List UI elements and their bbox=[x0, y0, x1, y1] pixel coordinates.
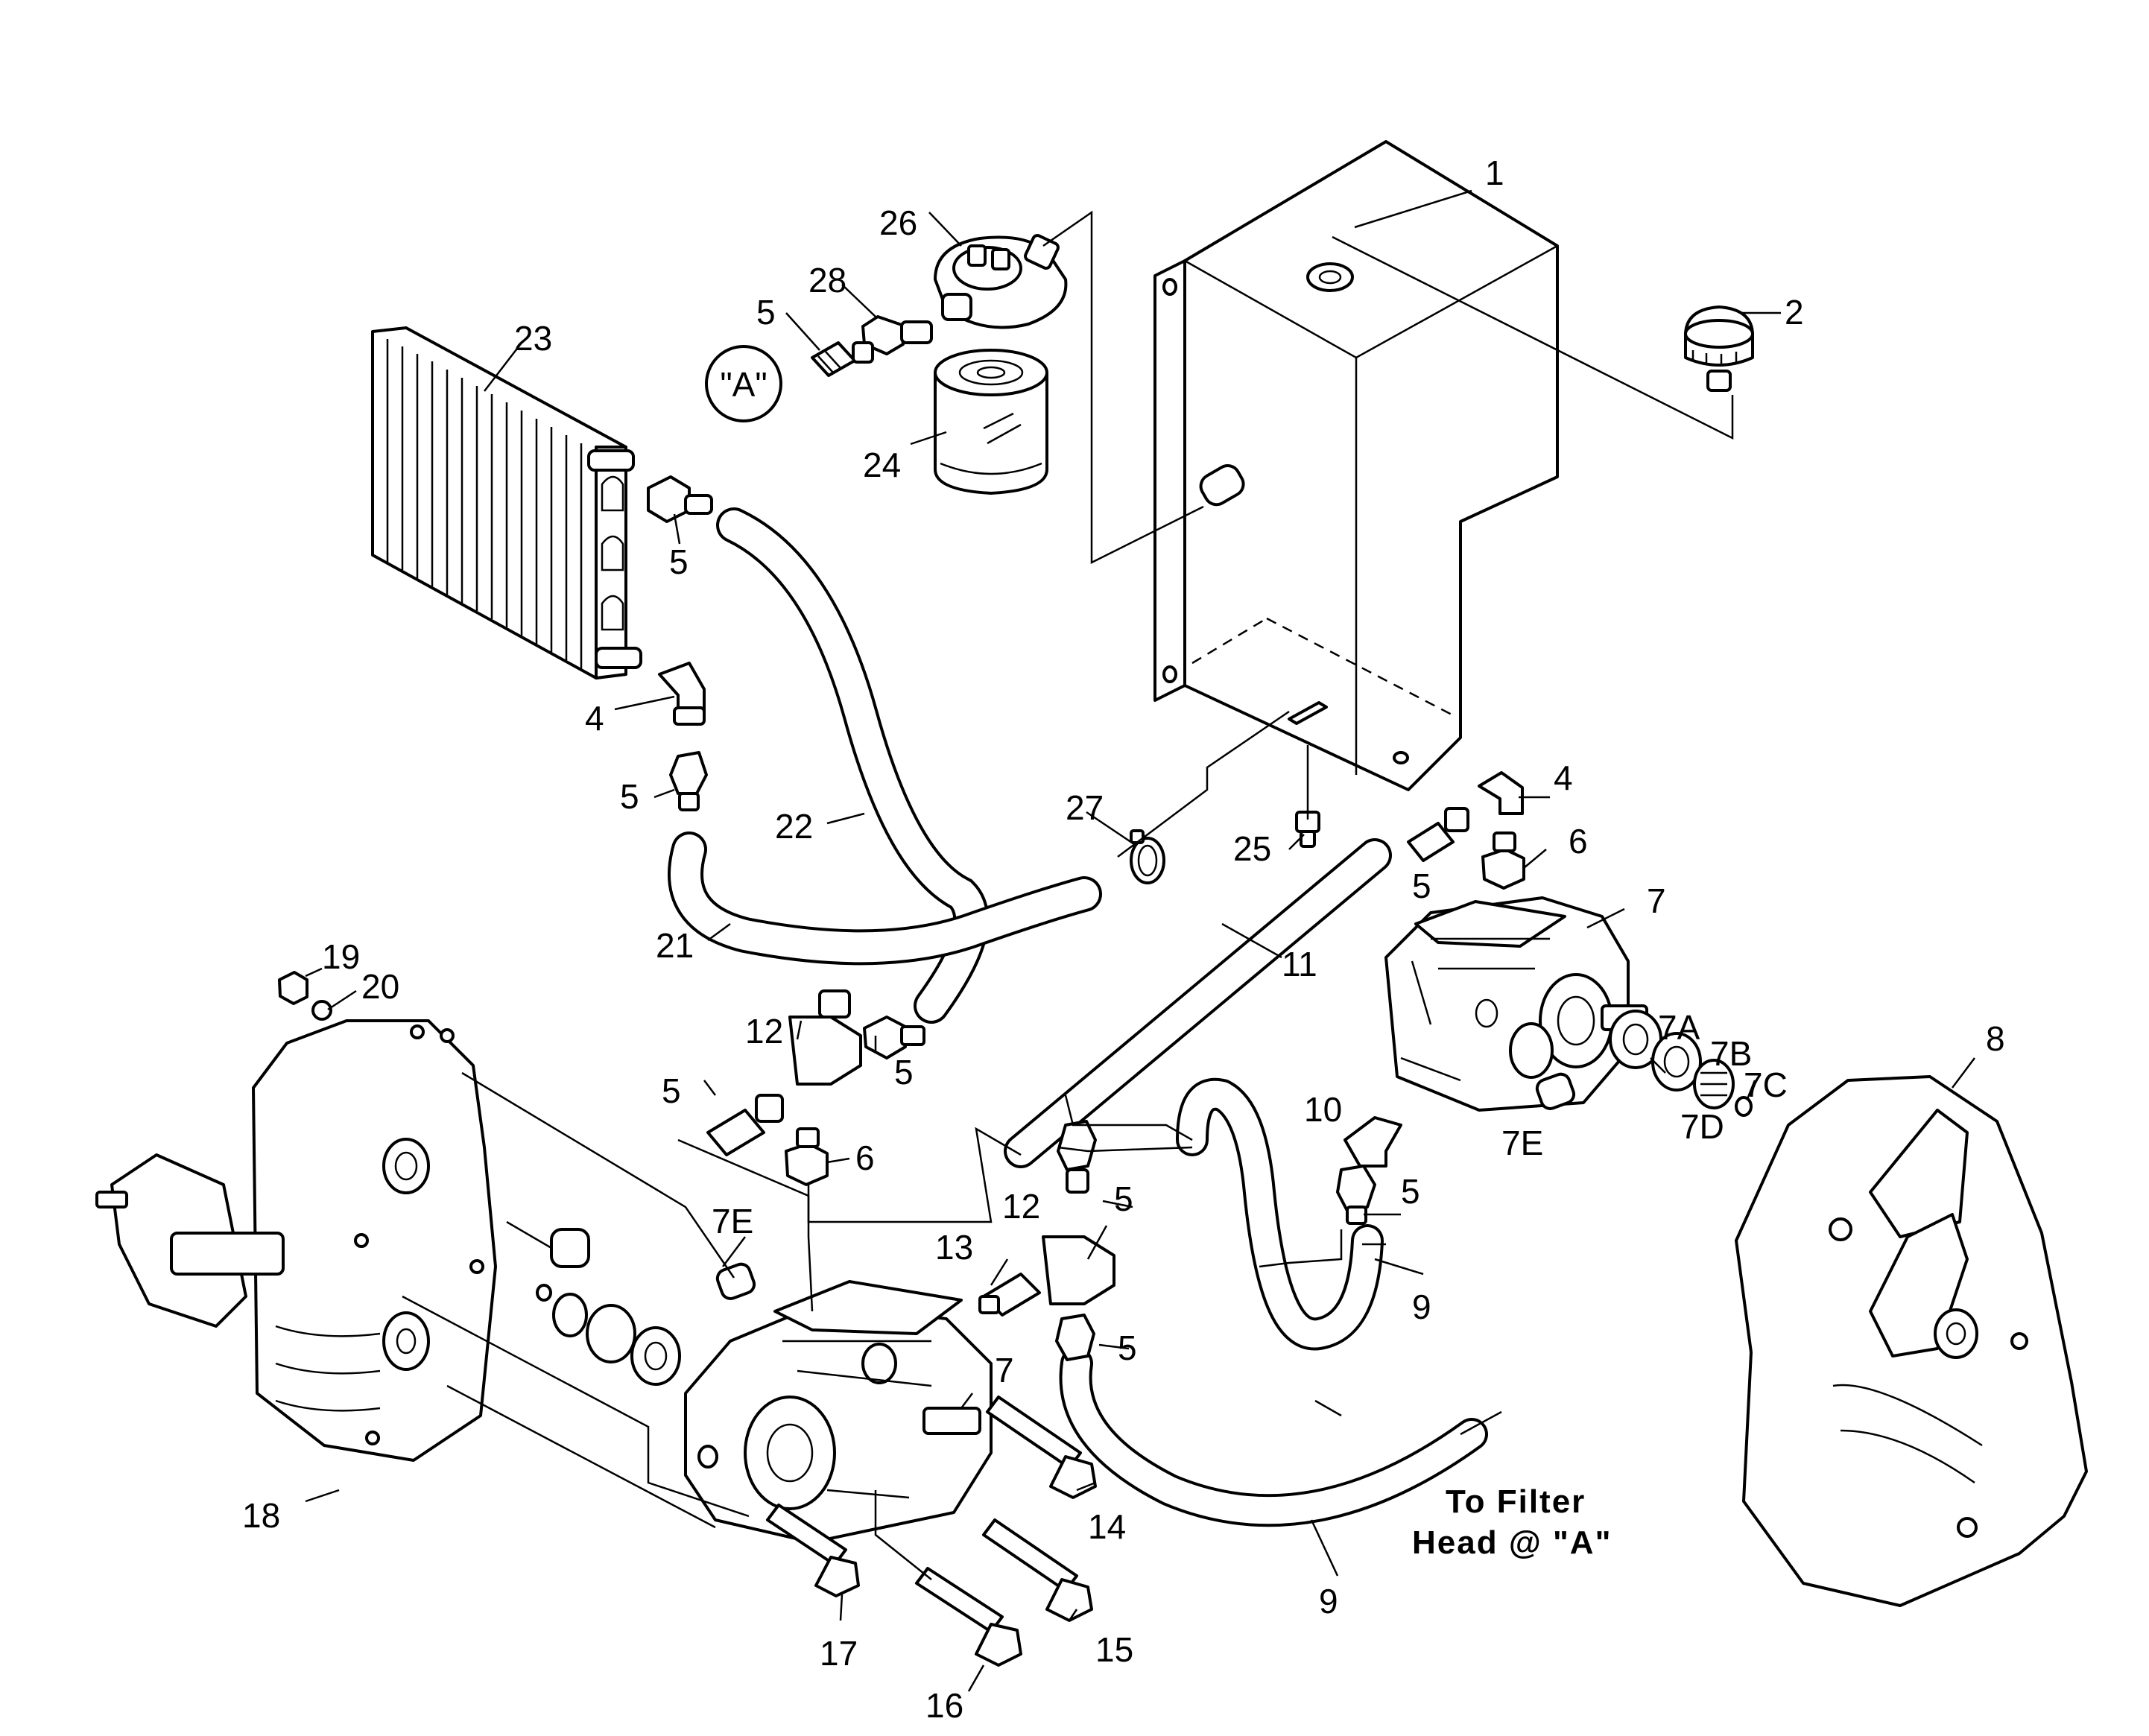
callout-12-middle: 12 bbox=[1002, 1187, 1040, 1226]
fitting-5-filter bbox=[811, 341, 874, 377]
callout-4-cooler: 4 bbox=[585, 699, 604, 738]
fitting-5-left-side bbox=[706, 1094, 784, 1156]
bolt-15 bbox=[982, 1518, 1093, 1622]
callout-8: 8 bbox=[1986, 1019, 2005, 1058]
hose-21 bbox=[668, 831, 1102, 966]
hose-9-lower bbox=[1059, 1347, 1488, 1527]
callout-5-left-top: 5 bbox=[894, 1053, 914, 1092]
callout-18: 18 bbox=[242, 1496, 280, 1535]
oil-cooler bbox=[371, 326, 642, 679]
callout-19: 19 bbox=[322, 937, 360, 976]
tee-12-middle bbox=[1042, 1235, 1115, 1305]
callout-24: 24 bbox=[863, 446, 901, 484]
filter-head bbox=[934, 234, 1068, 329]
callout-22: 22 bbox=[775, 807, 813, 846]
callout-16: 16 bbox=[925, 1686, 963, 1725]
callout-26: 26 bbox=[879, 203, 917, 242]
routing-note-line-2: Head @ "A" bbox=[1412, 1524, 1612, 1561]
elbow-4-right bbox=[1478, 771, 1524, 815]
hydraulic-pump-left bbox=[684, 1280, 993, 1544]
nut-19 bbox=[278, 971, 308, 1005]
routing-note: To Filter Head @ "A" bbox=[1412, 1483, 1612, 1561]
callout-7-right: 7 bbox=[1647, 881, 1666, 920]
coupling-stack-left bbox=[536, 1228, 681, 1386]
callout-7E-right: 7E bbox=[1501, 1124, 1543, 1162]
callout-21: 21 bbox=[656, 926, 694, 965]
callout-7D: 7D bbox=[1680, 1107, 1724, 1146]
spacer-7E-left bbox=[715, 1262, 756, 1300]
callout-1: 1 bbox=[1485, 153, 1504, 192]
gear-7C bbox=[1693, 1059, 1735, 1109]
fitting-5-left-top bbox=[863, 1016, 925, 1059]
callout-20: 20 bbox=[361, 967, 399, 1006]
routing-note-line-1: To Filter bbox=[1446, 1483, 1586, 1520]
callout-15: 15 bbox=[1095, 1630, 1133, 1669]
callout-25: 25 bbox=[1233, 829, 1271, 868]
callout-6-left: 6 bbox=[855, 1138, 875, 1177]
fitting-5-right-top bbox=[1407, 807, 1469, 862]
callout-5-cooler-bottom: 5 bbox=[620, 777, 639, 816]
fitting-6-left bbox=[785, 1127, 829, 1186]
callout-9-upper: 9 bbox=[1412, 1287, 1431, 1326]
hydraulic-pump-right bbox=[1384, 896, 1648, 1112]
callout-23: 23 bbox=[514, 319, 552, 358]
gearbox-right bbox=[1735, 1075, 2088, 1607]
fitting-5-cooler-top bbox=[647, 475, 713, 523]
reference-marker-A: "A" bbox=[705, 345, 782, 422]
callout-17: 17 bbox=[820, 1634, 858, 1673]
spacer-7E-right bbox=[1535, 1072, 1576, 1110]
gearbox-left bbox=[95, 1019, 497, 1462]
fitting-5-mid-bottom bbox=[1055, 1314, 1095, 1361]
callout-2: 2 bbox=[1785, 293, 1804, 332]
callout-13: 13 bbox=[935, 1228, 973, 1267]
hose-11 bbox=[1004, 838, 1392, 1168]
fitting-5-cooler-bottom bbox=[669, 751, 708, 811]
fitting-6-right bbox=[1481, 831, 1525, 890]
washer-20 bbox=[311, 1000, 332, 1021]
callout-7E-left: 7E bbox=[712, 1202, 753, 1241]
callout-14: 14 bbox=[1088, 1507, 1126, 1546]
callout-7-left: 7 bbox=[995, 1351, 1014, 1390]
callout-5-left-side: 5 bbox=[662, 1071, 681, 1110]
callout-labels: 1 2 26 28 5 23 24 5 4 5 22 21 27 25 4 5 … bbox=[242, 153, 2005, 1725]
leader-lines bbox=[305, 189, 1975, 1692]
callout-7B: 7B bbox=[1710, 1034, 1752, 1073]
ring-7D bbox=[1735, 1096, 1753, 1117]
callout-6-right: 6 bbox=[1569, 822, 1588, 861]
coupler-7B bbox=[1651, 1032, 1702, 1092]
callout-5-right-bottom: 5 bbox=[1401, 1172, 1420, 1211]
hose-clamp-27 bbox=[1130, 829, 1165, 884]
callout-5-filter: 5 bbox=[756, 293, 776, 332]
tee-12-left bbox=[788, 989, 862, 1086]
callout-5-right-top: 5 bbox=[1412, 867, 1431, 905]
callout-4-right: 4 bbox=[1554, 758, 1573, 797]
callout-12-left: 12 bbox=[745, 1012, 783, 1051]
oil-filter bbox=[934, 349, 1048, 495]
fitting-5-mid-top bbox=[1057, 1120, 1097, 1194]
bolt-16 bbox=[915, 1567, 1022, 1667]
reference-marker-A-label: "A" bbox=[720, 365, 767, 404]
hose-9-upper bbox=[1176, 1077, 1384, 1351]
callout-5-mid-bottom: 5 bbox=[1118, 1328, 1137, 1367]
callout-7C: 7C bbox=[1744, 1065, 1788, 1104]
bolt-17 bbox=[766, 1504, 860, 1597]
callout-28: 28 bbox=[808, 261, 846, 300]
callout-7A: 7A bbox=[1658, 1008, 1700, 1047]
callout-5-cooler-top: 5 bbox=[669, 542, 689, 581]
breather-cap bbox=[1684, 305, 1754, 392]
reservoir-tank bbox=[1153, 140, 1559, 791]
elbow-4-cooler bbox=[658, 662, 706, 726]
elbow-10 bbox=[1343, 1116, 1402, 1168]
callout-5-mid-top: 5 bbox=[1114, 1179, 1133, 1218]
callout-27: 27 bbox=[1066, 788, 1104, 827]
bolt-14 bbox=[986, 1396, 1097, 1499]
callout-10: 10 bbox=[1304, 1090, 1342, 1129]
fitting-5-right-bottom bbox=[1336, 1165, 1376, 1225]
callout-11: 11 bbox=[1282, 945, 1317, 983]
callout-9-lower: 9 bbox=[1319, 1582, 1338, 1621]
valve-13 bbox=[978, 1273, 1041, 1317]
